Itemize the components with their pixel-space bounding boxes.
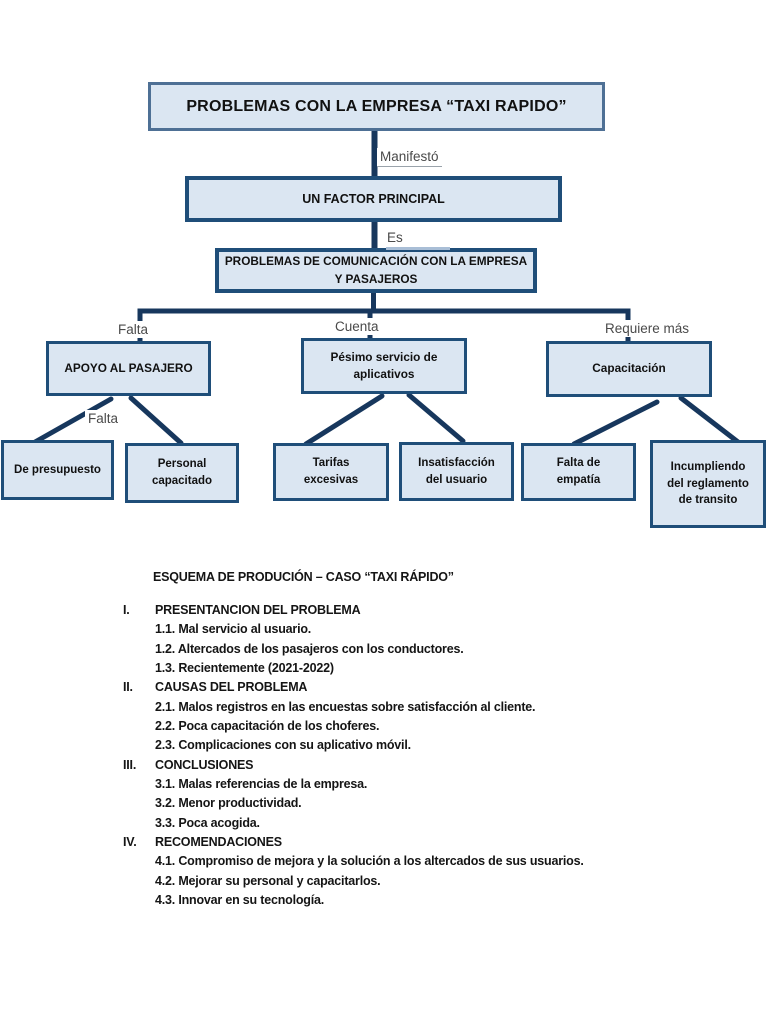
node-insatisfaccion-usuario: Insatisfacción del usuario bbox=[399, 442, 514, 501]
node-pesimo-servicio: Pésimo servicio de aplicativos bbox=[301, 338, 467, 394]
outline-item-marker bbox=[123, 891, 155, 910]
outline-item-text: 4.3. Innovar en su tecnología. bbox=[155, 893, 325, 908]
outline-item-text: CAUSAS DEL PROBLEMA bbox=[155, 680, 308, 695]
edge-label-manifesto: Manifestó bbox=[377, 148, 442, 167]
outline-item-text: 4.2. Mejorar su personal y capacitarlos. bbox=[155, 873, 381, 888]
outline-item: I. PRESENTANCION DEL PROBLEMA bbox=[123, 601, 763, 620]
outline-section: ESQUEMA DE PRODUCIÓN – CASO “TAXI RÁPIDO… bbox=[123, 568, 763, 911]
node-falta-empatia: Falta de empatía bbox=[521, 443, 636, 501]
outline-item: IV. RECOMENDACIONES bbox=[123, 833, 763, 852]
outline-item-text: RECOMENDACIONES bbox=[155, 835, 282, 850]
node-apoyo-pasajero-label: APOYO AL PASAJERO bbox=[64, 360, 193, 375]
outline-item-marker bbox=[123, 872, 155, 891]
node-capacitacion: Capacitación bbox=[546, 341, 712, 397]
outline-item-marker: III. bbox=[123, 757, 137, 772]
outline-item-text: 3.2. Menor productividad. bbox=[155, 796, 302, 811]
outline-item: 4.1. Compromiso de mejora y la solución … bbox=[123, 852, 763, 871]
node-capacitacion-label: Capacitación bbox=[592, 361, 666, 376]
outline-item-marker bbox=[123, 620, 155, 639]
outline-item: 1.3. Recientemente (2021-2022) bbox=[123, 659, 763, 678]
node-de-presupuesto: De presupuesto bbox=[1, 440, 114, 500]
outline-item-text: 1.3. Recientemente (2021-2022) bbox=[155, 661, 334, 676]
node-falta-empatia-label: Falta de empatía bbox=[556, 457, 601, 486]
outline-item: 3.2. Menor productividad. bbox=[123, 794, 763, 813]
node-personal-capacitado: Personal capacitado bbox=[125, 443, 239, 503]
outline-item-marker bbox=[123, 814, 155, 833]
outline-item: 3.1. Malas referencias de la empresa. bbox=[123, 775, 763, 794]
node-incumpliendo-reglamento: Incumpliendo del reglamento de transito bbox=[650, 440, 766, 528]
outline-item-text: PRESENTANCION DEL PROBLEMA bbox=[155, 603, 361, 617]
edge-label-es: Es bbox=[384, 229, 406, 246]
outline-item-marker: IV. bbox=[123, 835, 137, 850]
outline-item-marker bbox=[123, 659, 155, 678]
node-problemas-empresa-label: PROBLEMAS CON LA EMPRESA “TAXI RAPIDO” bbox=[186, 97, 567, 115]
node-insatisfaccion-usuario-label: Insatisfacción del usuario bbox=[418, 456, 495, 486]
node-incumpliendo-reglamento-label: Incumpliendo del reglamento de transito bbox=[667, 460, 749, 507]
outline-item-marker bbox=[123, 736, 155, 755]
node-problemas-comunicacion-label: PROBLEMAS DE COMUNICACIÓN CON LA EMPRESA… bbox=[224, 254, 528, 286]
outline-item-marker bbox=[123, 640, 155, 659]
node-de-presupuesto-label: De presupuesto bbox=[14, 463, 101, 476]
node-problemas-comunicacion: PROBLEMAS DE COMUNICACIÓN CON LA EMPRESA… bbox=[215, 248, 537, 293]
node-tarifas-excesivas: Tarifas excesivas bbox=[273, 443, 389, 501]
outline-item-marker: I. bbox=[123, 603, 130, 617]
node-pesimo-servicio-label: Pésimo servicio de aplicativos bbox=[330, 349, 438, 381]
outline-item: 2.1. Malos registros en las encuestas so… bbox=[123, 698, 763, 717]
outline-item: III. CONCLUSIONES bbox=[123, 756, 763, 775]
node-personal-capacitado-label: Personal capacitado bbox=[151, 458, 213, 487]
node-factor-principal-label: UN FACTOR PRINCIPAL bbox=[302, 191, 445, 206]
outline-item-text: 3.3. Poca acogida. bbox=[155, 815, 260, 830]
outline-item-marker bbox=[123, 852, 155, 871]
outline-item: II. CAUSAS DEL PROBLEMA bbox=[123, 678, 763, 697]
outline-item: 4.3. Innovar en su tecnología. bbox=[123, 891, 763, 910]
outline-item: 1.2. Altercados de los pasajeros con los… bbox=[123, 640, 763, 659]
node-apoyo-pasajero: APOYO AL PASAJERO bbox=[46, 341, 211, 396]
outline-item-marker: II. bbox=[123, 680, 133, 695]
outline-heading: ESQUEMA DE PRODUCIÓN – CASO “TAXI RÁPIDO… bbox=[153, 570, 454, 584]
outline-item-marker bbox=[123, 717, 155, 736]
outline-item-text: 1.2. Altercados de los pasajeros con los… bbox=[155, 641, 464, 656]
outline-item-text: 2.1. Malos registros en las encuestas so… bbox=[155, 699, 536, 714]
outline-item: 4.2. Mejorar su personal y capacitarlos. bbox=[123, 872, 763, 891]
outline-item: 1.1. Mal servicio al usuario. bbox=[123, 620, 763, 639]
edge-label-falta-top: Falta bbox=[115, 321, 152, 338]
outline-item-text: 1.1. Mal servicio al usuario. bbox=[155, 622, 312, 637]
outline-item-text: 2.3. Complicaciones con su aplicativo mó… bbox=[155, 738, 411, 753]
node-problemas-empresa: PROBLEMAS CON LA EMPRESA “TAXI RAPIDO” bbox=[148, 82, 605, 131]
es-underline bbox=[386, 247, 450, 250]
edge-label-requiere-mas: Requiere más bbox=[602, 320, 693, 337]
edge-label-cuenta: Cuenta bbox=[332, 318, 382, 335]
outline-item-text: 4.1. Compromiso de mejora y la solución … bbox=[155, 854, 584, 869]
outline-item: 2.2. Poca capacitación de los choferes. bbox=[123, 717, 763, 736]
outline-item-text: CONCLUSIONES bbox=[155, 757, 254, 772]
outline-item: 3.3. Poca acogida. bbox=[123, 814, 763, 833]
outline-item-marker bbox=[123, 698, 155, 717]
node-tarifas-excesivas-label: Tarifas excesivas bbox=[303, 457, 359, 486]
outline-item-marker bbox=[123, 794, 155, 813]
concept-map: PROBLEMAS CON LA EMPRESA “TAXI RAPIDO” U… bbox=[1, 82, 766, 528]
edge-label-falta-bottom: Falta bbox=[85, 410, 122, 427]
node-factor-principal: UN FACTOR PRINCIPAL bbox=[185, 176, 562, 222]
outline-item-marker bbox=[123, 775, 155, 794]
outline-item-text: 3.1. Malas referencias de la empresa. bbox=[155, 777, 368, 792]
outline-item-text: 2.2. Poca capacitación de los choferes. bbox=[155, 719, 380, 734]
outline-item: 2.3. Complicaciones con su aplicativo mó… bbox=[123, 736, 763, 755]
